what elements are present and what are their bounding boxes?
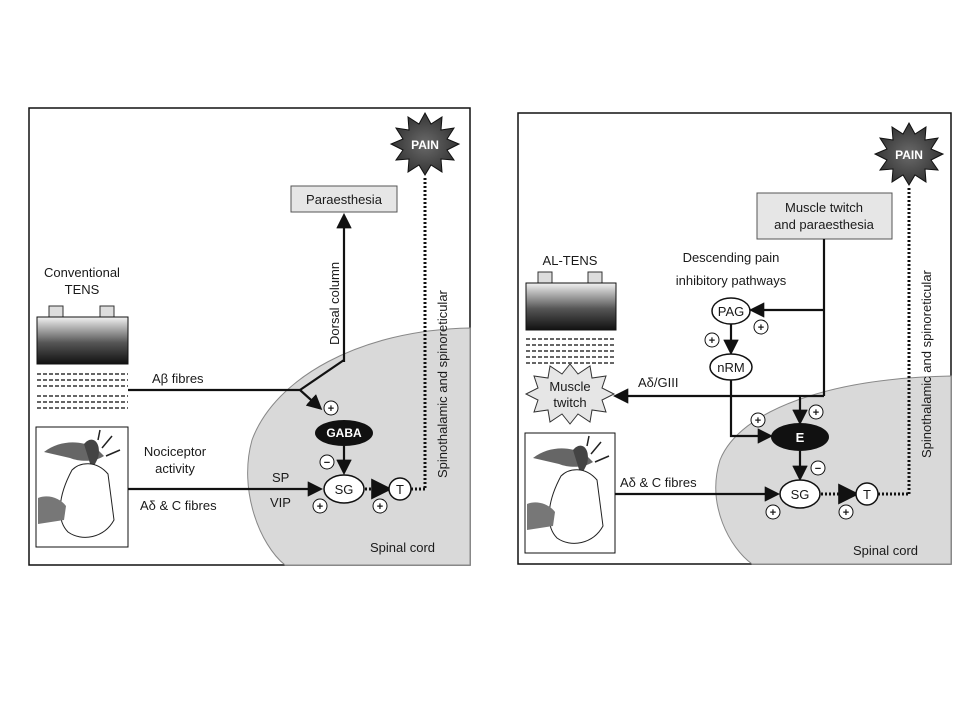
right-muscle-twitch-burst: Muscle twitch (524, 363, 616, 425)
right-descending-label-line2: inhibitory pathways (676, 273, 787, 288)
right-nrm-e-plus-text: + (755, 415, 761, 427)
right-nrm-plus-sign (704, 332, 720, 348)
right-tens-device (525, 271, 617, 331)
right-e-node (771, 423, 829, 451)
left-hand-illustration (35, 426, 129, 548)
left-dorsal-column-label: Dorsal column (327, 262, 342, 345)
right-pain-burst: PAIN (873, 121, 945, 186)
left-paraesthesia-box (290, 185, 398, 213)
right-nrm-label: nRM (717, 360, 744, 375)
left-tens-device (36, 305, 129, 365)
right-descending-label-line1: Descending pain (683, 250, 780, 265)
right-pag-label: PAG (718, 304, 745, 319)
right-t-plus-text: + (843, 507, 849, 519)
right-panel: Spinal cord PAIN Muscle twitch and parae… (517, 112, 952, 565)
left-gaba-plus-text: + (328, 403, 334, 415)
left-gaba-node (315, 420, 373, 446)
right-device-label: AL-TENS (543, 253, 598, 268)
right-tract-label: Spinothalamic and spinoreticular (919, 269, 934, 458)
left-vip-plus-text: + (317, 501, 323, 513)
right-muscle-box-line1: Muscle twitch (785, 200, 863, 215)
right-sg-plus-sign (765, 504, 781, 520)
left-sg-minus-text: − (324, 457, 330, 469)
left-nociceptor-label-line2: activity (155, 461, 195, 476)
left-t-plus-sign (372, 498, 388, 514)
right-sg-node (779, 479, 821, 509)
left-sg-label: SG (335, 482, 354, 497)
right-t-label: T (863, 487, 871, 502)
left-vip-plus-sign (312, 498, 328, 514)
right-nrm-to-e (729, 380, 774, 444)
right-pag-plus-text: + (758, 322, 764, 334)
right-e-plus-text: + (813, 407, 819, 419)
right-spinal-cord-label: Spinal cord (853, 543, 918, 558)
right-e-label: E (796, 430, 805, 445)
left-sp-label: SP (272, 470, 289, 485)
left-gaba-plus-sign (323, 400, 339, 416)
right-sg-minus-text: − (815, 463, 821, 475)
right-e-plus-sign (808, 404, 824, 420)
right-nrm-plus-text: + (709, 335, 715, 347)
left-abeta-to-dorsal (299, 359, 345, 391)
left-sg-node (323, 474, 365, 504)
right-adelta-giii-label: Aδ/GIII (638, 375, 678, 390)
left-t-label: T (396, 482, 404, 497)
right-twitch-label-line1: Muscle (549, 379, 590, 394)
right-stimulation-pulses (526, 338, 616, 364)
left-gaba-label: GABA (326, 426, 362, 440)
right-pag-plus-sign (753, 319, 769, 335)
left-panel: Spinal cord PAIN Paraesthesia Dorsal col… (28, 107, 471, 566)
right-nrm-e-plus-sign (750, 412, 766, 428)
left-pain-burst: PAIN (389, 111, 461, 176)
right-t-plus-sign (838, 504, 854, 520)
left-paraesthesia-label: Paraesthesia (306, 192, 383, 207)
left-abeta-label: Aβ fibres (152, 371, 204, 386)
left-t-plus-text: + (377, 501, 383, 513)
left-stimulation-pulses (37, 373, 128, 409)
right-twitch-label-line2: twitch (553, 395, 586, 410)
left-spinal-cord-label: Spinal cord (370, 540, 435, 555)
right-sg-minus-sign (810, 460, 826, 476)
right-adelta-c-label: Aδ & C fibres (620, 475, 697, 490)
left-device-label-line2: TENS (65, 282, 100, 297)
left-nociceptor-label-line1: Nociceptor (144, 444, 207, 459)
left-sg-minus-sign (319, 454, 335, 470)
right-hand-illustration (524, 432, 616, 554)
right-sg-plus-text: + (770, 507, 776, 519)
right-muscle-paraesthesia-box (756, 192, 893, 240)
left-vip-label: VIP (270, 495, 291, 510)
left-adelta-c-label: Aδ & C fibres (140, 498, 217, 513)
right-pain-label: PAIN (895, 148, 923, 162)
left-device-label-line1: Conventional (44, 265, 120, 280)
right-sg-label: SG (791, 487, 810, 502)
right-muscle-box-line2: and paraesthesia (774, 217, 875, 232)
left-pain-label: PAIN (411, 138, 439, 152)
left-tract-label: Spinothalamic and spinoreticular (435, 289, 450, 478)
